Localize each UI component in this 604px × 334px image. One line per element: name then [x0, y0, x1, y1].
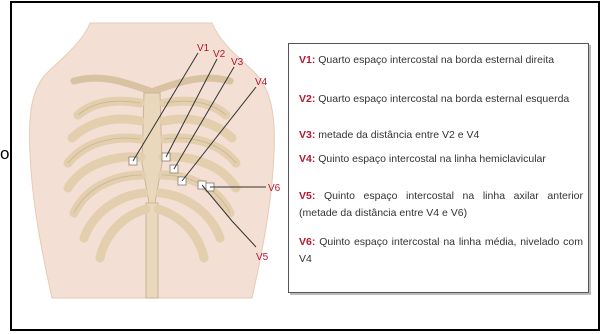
- legend-description: Quarto espaço intercostal na borda ester…: [318, 93, 569, 105]
- legend-code: V3:: [299, 129, 315, 141]
- legend-description: Quarto espaço intercostal na borda ester…: [318, 54, 554, 66]
- legend-entry-v3: V3: metade da distância entre V2 e V4: [299, 127, 583, 144]
- legend-description: Quinto espaço intercostal na linha hemic…: [318, 153, 546, 165]
- legend-entry-v5: V5: Quinto espaço intercostal na linha a…: [299, 188, 583, 222]
- legend-entry-v1: V1: Quarto espaço intercostal na borda e…: [299, 52, 583, 69]
- label-v6: V6: [268, 183, 281, 194]
- spine: [146, 203, 158, 298]
- legend-code: V6:: [299, 236, 315, 248]
- chest-electrode-diagram: V1 V2 V3 V4 V5 V6: [12, 3, 282, 303]
- legend-entry-v6: V6: Quinto espaço intercostal na linha m…: [299, 234, 583, 268]
- legend-code: V4:: [299, 153, 315, 165]
- lead-legend-box: V1: Quarto espaço intercostal na borda e…: [288, 43, 589, 293]
- legend-description: metade da distância entre V2 e V4: [318, 129, 479, 141]
- label-v3: V3: [231, 57, 244, 68]
- label-v2: V2: [213, 49, 226, 60]
- legend-code: V1:: [299, 54, 315, 66]
- legend-description: Quinto espaço intercostal na linha axila…: [299, 190, 583, 219]
- legend-code: V2:: [299, 93, 315, 105]
- stray-character: o: [0, 144, 9, 164]
- legend-entry-v4: V4: Quinto espaço intercostal na linha h…: [299, 151, 583, 168]
- legend-code: V5:: [299, 190, 315, 202]
- label-v4: V4: [255, 77, 268, 88]
- legend-entry-v2: V2: Quarto espaço intercostal na borda e…: [299, 91, 583, 108]
- label-v5: V5: [256, 252, 269, 263]
- label-v1: V1: [197, 43, 210, 54]
- legend-description: Quinto espaço intercostal na linha média…: [299, 236, 583, 265]
